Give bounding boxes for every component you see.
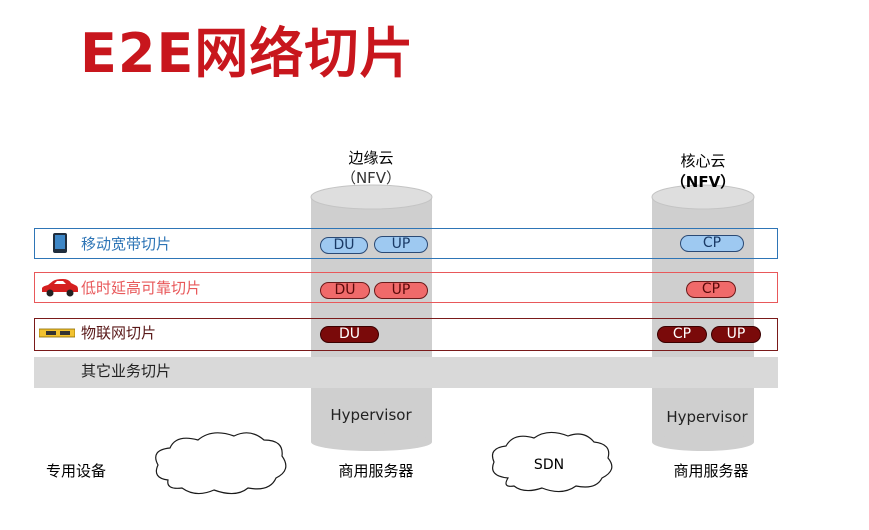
car-icon	[42, 279, 78, 297]
dedicated-network-cloud-icon	[155, 432, 287, 495]
iot-du-pill: DU	[320, 326, 379, 343]
edge-hypervisor-label: Hypervisor	[330, 406, 412, 424]
phone-icon	[53, 233, 67, 253]
slice-iot	[34, 318, 778, 351]
slice-mobile-broadband	[34, 228, 778, 259]
mbb-up-pill: UP	[374, 236, 428, 253]
core-hypervisor-label: Hypervisor	[666, 408, 748, 426]
iot-device-icon	[39, 328, 75, 338]
mbb-du-pill: DU	[320, 237, 368, 254]
edge-cloud-title: 边缘云	[348, 149, 394, 167]
edge-cloud-subtitle: （NFV）	[340, 169, 402, 187]
slice-other-services	[34, 357, 778, 388]
slice-mobile-broadband-label: 移动宽带切片	[81, 235, 172, 253]
llc-du-pill: DU	[320, 282, 370, 299]
edge-server-label: 商用服务器	[338, 462, 414, 480]
llc-cp-pill: CP	[686, 281, 736, 298]
dedicated-equipment-label: 专用设备	[46, 462, 107, 480]
slice-other-services-label: 其它业务切片	[81, 362, 172, 380]
core-cloud-title: 核心云	[680, 152, 726, 170]
llc-up-pill: UP	[374, 282, 428, 299]
sdn-cloud-icon	[491, 431, 613, 493]
slice-low-latency	[34, 272, 778, 303]
iot-up-pill: UP	[711, 326, 761, 343]
page-title: E2E网络切片	[80, 22, 415, 85]
core-cloud-subtitle: （NFV）	[670, 173, 736, 191]
sdn-label: SDN	[533, 457, 565, 473]
core-server-label: 商用服务器	[673, 462, 749, 480]
slice-iot-label: 物联网切片	[81, 324, 157, 342]
slice-low-latency-label: 低时延高可靠切片	[81, 279, 202, 297]
mbb-cp-pill: CP	[680, 235, 744, 252]
iot-cp-pill: CP	[657, 326, 707, 343]
